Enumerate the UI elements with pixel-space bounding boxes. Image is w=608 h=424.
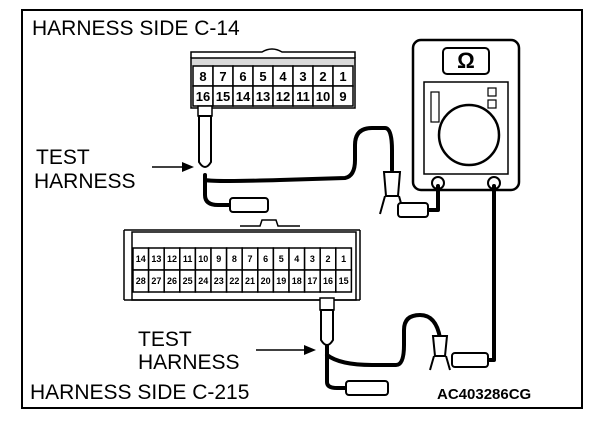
c14-pin-label: 7 <box>219 69 226 84</box>
c14-pin-cell <box>332 85 354 107</box>
c215-pin-label: 17 <box>307 276 317 286</box>
c14-pin-label: 15 <box>216 89 230 104</box>
c14-pin-label: 13 <box>256 89 270 104</box>
c14-pin-label: 10 <box>316 89 330 104</box>
meter-dial <box>437 103 501 167</box>
c215-pin-label: 21 <box>245 276 255 286</box>
c215-pin-label: 18 <box>292 276 302 286</box>
top-probe-tail <box>203 173 232 207</box>
c215-pin-label: 12 <box>167 254 177 264</box>
c215-pin-label: 16 <box>323 276 333 286</box>
c14-pin-label: 8 <box>199 69 206 84</box>
top-test-wire <box>203 126 394 183</box>
c215-pin-cell <box>335 269 353 293</box>
c215-pin-label: 9 <box>216 254 221 264</box>
bottom-test-wire <box>325 313 442 367</box>
c215-pin-label: 13 <box>151 254 161 264</box>
c215-pin-label: 28 <box>136 276 146 286</box>
c14-pin-label: 6 <box>239 69 246 84</box>
c215-pin-label: 11 <box>183 254 193 264</box>
diagram-frame <box>21 9 583 409</box>
bottom-lead-wire <box>486 184 496 362</box>
test-harness-top-line2: HARNESS <box>34 170 136 193</box>
c14-pin-label: 5 <box>259 69 266 84</box>
bottom-alligator-clip <box>429 335 489 371</box>
bottom-probe-tail <box>325 343 348 390</box>
c215-pin-label: 10 <box>198 254 208 264</box>
c14-pin-label: 14 <box>236 89 251 104</box>
arrow-bottom <box>256 345 316 355</box>
top-probe-plug <box>229 197 269 213</box>
c215-pin-label: 6 <box>263 254 268 264</box>
c14-pin-label: 4 <box>279 69 287 84</box>
c215-pin-label: 20 <box>261 276 271 286</box>
test-harness-bottom-line1: TEST <box>138 328 192 351</box>
c215-pin-label: 8 <box>232 254 237 264</box>
test-harness-bottom-line2: HARNESS <box>138 351 240 374</box>
c14-pin-label: 9 <box>339 89 346 104</box>
c215-pin-label: 22 <box>229 276 239 286</box>
c215-pin-label: 15 <box>339 276 349 286</box>
c215-pin-label: 3 <box>310 254 315 264</box>
bottom-probe-plug <box>345 380 389 396</box>
c215-pin-label: 27 <box>151 276 161 286</box>
c215-pin-label: 14 <box>136 254 146 264</box>
arrow-top <box>152 162 194 172</box>
c215-pin-label: 23 <box>214 276 224 286</box>
c215-pin-label: 1 <box>341 254 346 264</box>
c215-pin-label: 26 <box>167 276 177 286</box>
c215-pin-label: 2 <box>325 254 330 264</box>
c215-pin-label: 4 <box>294 254 299 264</box>
c14-pin-label: 2 <box>319 69 326 84</box>
c14-pin-label: 11 <box>296 89 310 104</box>
figure-code: AC403286CG <box>437 386 531 403</box>
c215-pin-label: 7 <box>247 254 252 264</box>
top-title: HARNESS SIDE C-14 <box>32 17 240 40</box>
top-lead-wire <box>426 184 440 212</box>
c14-pin-label: 1 <box>339 69 346 84</box>
multimeter: Ω <box>411 38 521 192</box>
c215-pin-label: 25 <box>183 276 193 286</box>
c215-pin-label: 5 <box>279 254 284 264</box>
top-alligator-clip <box>379 171 429 218</box>
bottom-probe <box>319 297 335 346</box>
top-probe <box>197 105 213 168</box>
c14-pin-label: 3 <box>299 69 306 84</box>
c215-pin-label: 19 <box>276 276 286 286</box>
ohm-symbol: Ω <box>457 48 475 73</box>
c215-pin-label: 24 <box>198 276 208 286</box>
test-harness-top-line1: TEST <box>36 146 90 169</box>
c14-pin-label: 12 <box>276 89 290 104</box>
c14-pin-label: 16 <box>196 89 210 104</box>
bottom-title: HARNESS SIDE C-215 <box>30 381 249 404</box>
